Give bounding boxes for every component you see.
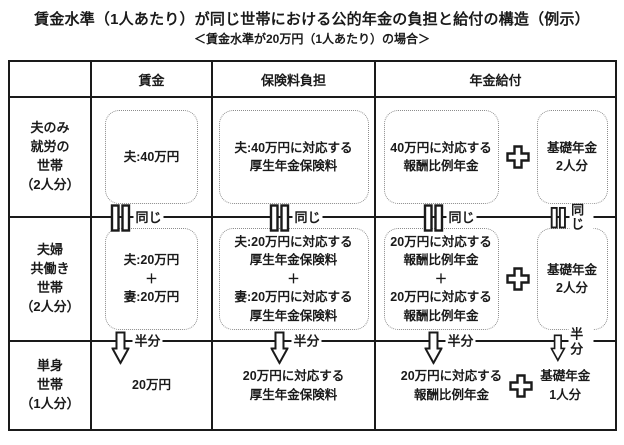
half-marker-wage: 半分 — [111, 326, 163, 365]
same-marker-proportional: 同じ — [423, 204, 477, 232]
equals-vertical-icon — [423, 204, 444, 232]
basic-pension-box: 基礎年金 2人分 — [536, 110, 608, 204]
down-arrow-icon — [424, 331, 443, 365]
down-arrow-icon — [550, 334, 566, 362]
corner-cell — [10, 62, 92, 98]
equals-vertical-icon — [269, 204, 290, 232]
row-label-single: 単身 世帯 （1人分） — [10, 342, 92, 429]
same-marker-basic: 同じ — [550, 203, 594, 233]
proportional-pension-box: 20万円に対応する 報酬比例年金 ＋ 20万円に対応する 報酬比例年金 — [383, 228, 499, 330]
figure-subtitle: ＜賃金水準が20万円（1人あたり）の場合＞ — [193, 32, 431, 46]
basic-pension-box: 基礎年金 2人分 — [536, 228, 608, 330]
down-arrow-icon — [270, 331, 289, 365]
wage-cell-row1: 夫:40万円 — [92, 98, 213, 218]
premium-cell-row1: 夫:40万円に対応する 厚生年金保険料 — [213, 98, 376, 218]
premium-box: 夫:40万円に対応する 厚生年金保険料 — [218, 110, 369, 204]
half-marker-premium: 半分 — [270, 326, 322, 365]
wage-cell-row2: 夫:20万円 ＋ 妻:20万円 — [92, 218, 213, 342]
proportional-pension-box: 40万円に対応する 報酬比例年金 — [383, 110, 499, 204]
proportional-pension-text: 20万円に対応する 報酬比例年金 — [400, 368, 503, 402]
figure-title: 賃金水準（1人あたり）が同じ世帯における公的年金の負担と給付の構造（例示） — [34, 11, 590, 28]
pension-cell-row3: 20万円に対応する 報酬比例年金 基礎年金 1人分 — [376, 342, 615, 429]
basic-pension-text: 基礎年金 1人分 — [540, 368, 591, 402]
wage-cell-row3: 20万円 — [92, 342, 213, 429]
same-marker-wage: 同じ — [110, 204, 164, 232]
plus-icon — [505, 267, 530, 291]
plus-icon — [505, 145, 530, 169]
pension-cell-row2: 20万円に対応する 報酬比例年金 ＋ 20万円に対応する 報酬比例年金 基礎年金… — [376, 218, 615, 342]
premium-box: 夫:20万円に対応する 厚生年金保険料 ＋ 妻:20万円に対応する 厚生年金保険… — [218, 228, 369, 330]
structure-table: 賃金 保険料負担 年金給付 夫のみ 就労の 世帯 （2人分） 夫:40万円 夫:… — [8, 60, 617, 431]
row-label-husband-only: 夫のみ 就労の 世帯 （2人分） — [10, 98, 92, 218]
premium-cell-row2: 夫:20万円に対応する 厚生年金保険料 ＋ 妻:20万円に対応する 厚生年金保険… — [213, 218, 376, 342]
same-marker-premium: 同じ — [269, 204, 323, 232]
header-premium: 保険料負担 — [213, 62, 376, 98]
header-pension: 年金給付 — [376, 62, 615, 98]
equals-vertical-icon — [110, 204, 131, 232]
row-label-dual-income: 夫婦 共働き 世帯 （2人分） — [10, 218, 92, 342]
header-wage: 賃金 — [92, 62, 213, 98]
half-marker-proportional: 半分 — [424, 326, 476, 365]
half-marker-basic: 半分 — [550, 326, 594, 362]
equals-vertical-icon — [550, 207, 566, 229]
down-arrow-icon — [111, 331, 130, 365]
plus-icon — [509, 373, 533, 398]
wage-box: 夫:20万円 ＋ 妻:20万円 — [105, 228, 198, 330]
pension-cell-row1: 40万円に対応する 報酬比例年金 基礎年金 2人分 — [376, 98, 615, 218]
premium-cell-row3: 20万円に対応する 厚生年金保険料 — [213, 342, 376, 429]
wage-box: 夫:40万円 — [105, 110, 198, 204]
